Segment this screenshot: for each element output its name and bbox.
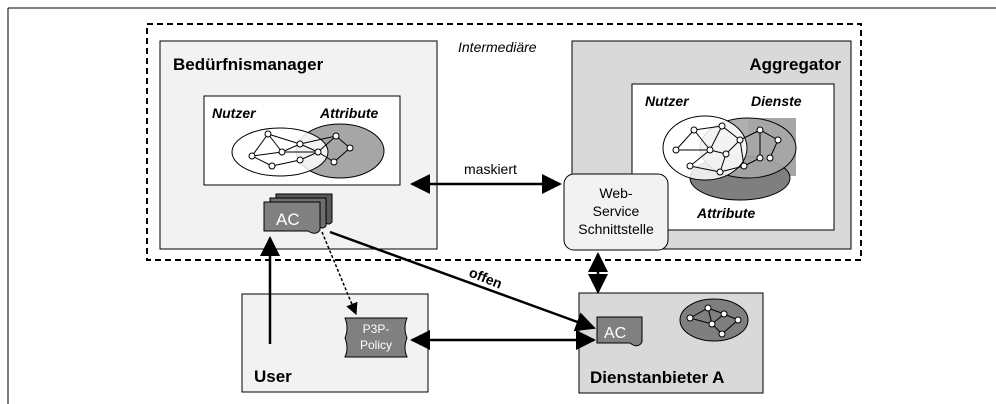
needs-manager-attributes-label: Attribute xyxy=(319,105,379,121)
web-service-interface xyxy=(563,173,669,251)
provider-title: Dienstanbieter A xyxy=(590,368,724,387)
p3p-policy-document xyxy=(344,317,408,358)
provider-data-ellipse xyxy=(679,298,749,342)
needs-manager-ac-stack xyxy=(263,193,333,234)
aggregator-users-ellipse xyxy=(662,115,748,181)
aggregator-services-label: Dienste xyxy=(751,93,802,109)
open-arrow xyxy=(329,230,596,332)
needs-manager-users-label: Nutzer xyxy=(212,105,257,121)
masked-label: maskiert xyxy=(464,161,517,177)
needs-manager-graph xyxy=(248,130,354,170)
needs-manager-ac-label: AC xyxy=(276,210,300,229)
aggregator-graph xyxy=(672,122,782,176)
aggregator-attributes-label: Attribute xyxy=(696,205,756,221)
aggregator-users-label: Nutzer xyxy=(645,93,690,109)
p3p-policy-line2: Policy xyxy=(360,338,392,352)
web-service-line3: Schnittstelle xyxy=(578,221,654,237)
needs-manager-title: Bedürfnismanager xyxy=(173,55,324,74)
web-service-line2: Service xyxy=(593,203,640,219)
aggregator-title: Aggregator xyxy=(749,55,841,74)
intermediary-region xyxy=(146,23,862,261)
p3p-policy-line1: P3P- xyxy=(363,322,390,336)
intermediary-label: Intermediäre xyxy=(458,39,537,55)
provider-graph xyxy=(686,304,742,338)
provider-ac-label: AC xyxy=(604,325,626,342)
web-service-line1: Web- xyxy=(599,185,633,201)
provider-ac-document xyxy=(596,316,643,347)
user-title: User xyxy=(254,367,292,386)
